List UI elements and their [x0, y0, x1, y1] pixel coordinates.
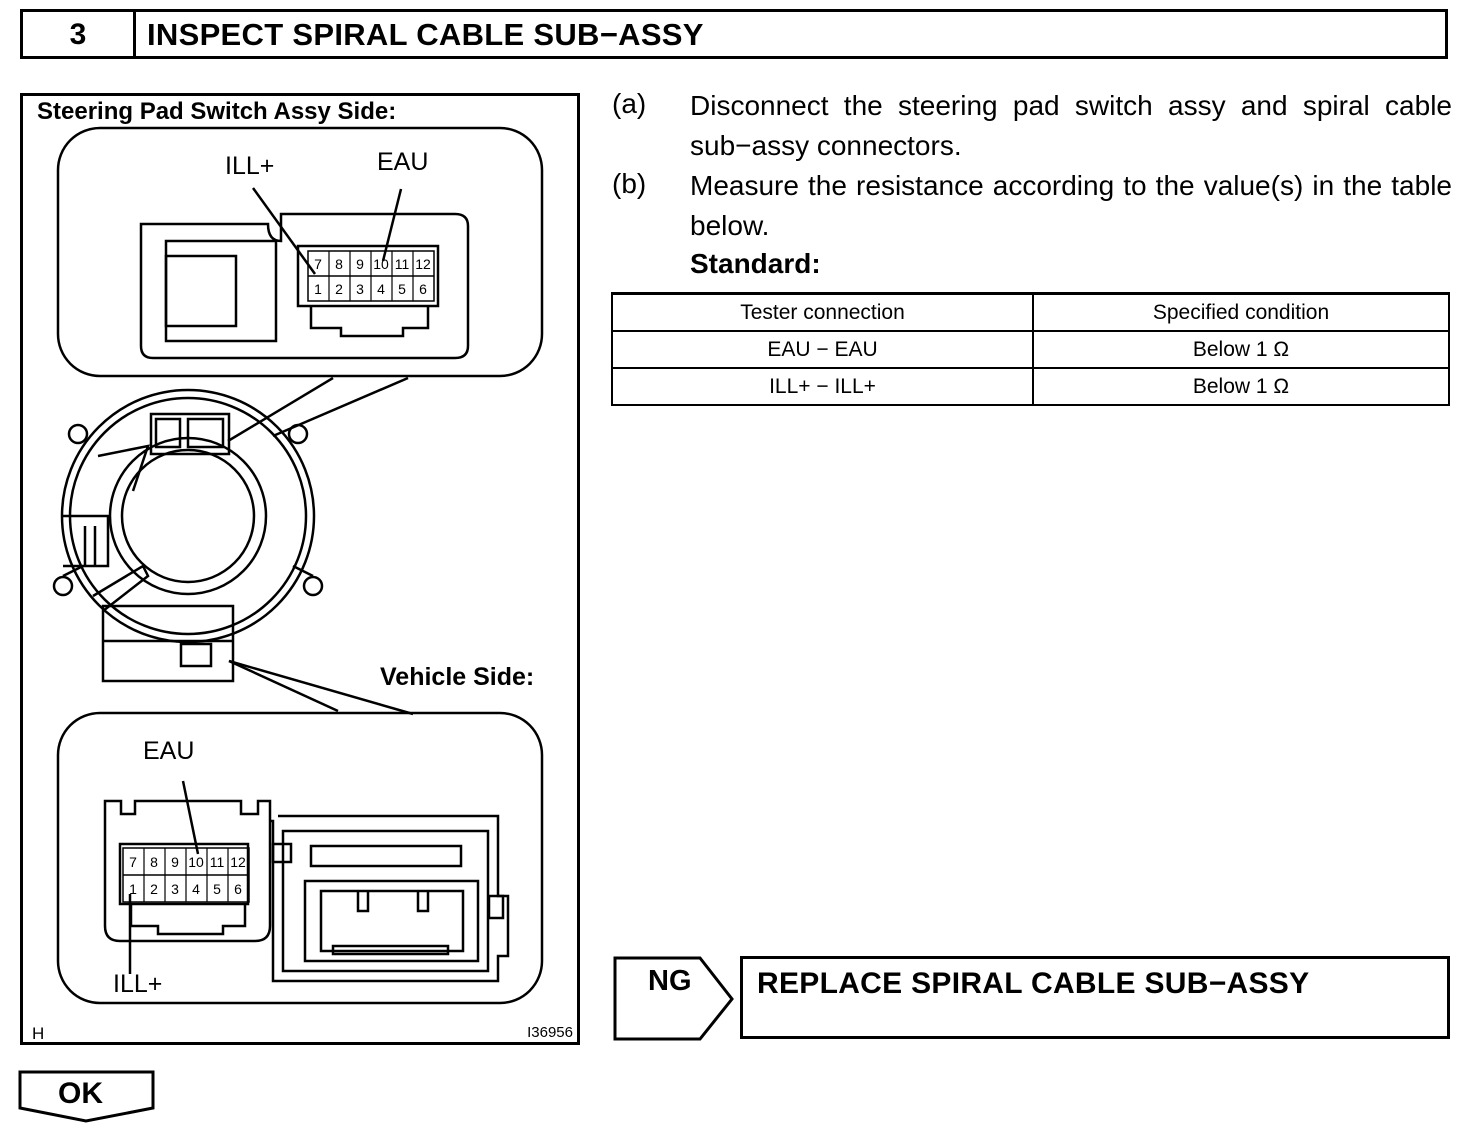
- pin-label: 10: [188, 854, 204, 870]
- step-a-text: Disconnect the steering pad switch assy …: [690, 90, 1452, 161]
- table-row: ILL+ − ILL+ Below 1 Ω: [611, 367, 1450, 406]
- top-side-label: Steering Pad Switch Assy Side:: [37, 98, 396, 125]
- pin-label: 5: [398, 281, 406, 297]
- pin-label: 12: [230, 854, 246, 870]
- ok-label: OK: [58, 1077, 103, 1110]
- connector-figure: 7 8 9 10 11 12 1 2 3 4 5 6: [20, 93, 580, 1045]
- pin-label: 4: [192, 881, 200, 897]
- top-pin-grid: 7 8 9 10 11 12 1 2 3 4 5 6: [307, 250, 435, 302]
- pin-label: 8: [335, 256, 343, 272]
- bottom-ill-label: ILL+: [113, 970, 162, 998]
- table-row: EAU − EAU Below 1 Ω: [611, 330, 1450, 369]
- ng-action-text: REPLACE SPIRAL CABLE SUB−ASSY: [757, 967, 1310, 1000]
- corner-mark: H: [32, 1024, 44, 1042]
- pin-label: 6: [419, 281, 427, 297]
- ok-arrow-icon: [18, 1070, 155, 1123]
- pin-label: 5: [213, 881, 221, 897]
- pin-label: 12: [415, 256, 431, 272]
- step-title: INSPECT SPIRAL CABLE SUB−ASSY: [147, 17, 704, 52]
- top-eau-label: EAU: [377, 148, 428, 176]
- bottom-eau-label: EAU: [143, 737, 194, 765]
- pin-label: 4: [377, 281, 385, 297]
- pin-label: 2: [150, 881, 158, 897]
- table-header: Tester connection: [611, 292, 1034, 332]
- pin-label: 11: [395, 256, 410, 272]
- step-header: 3 INSPECT SPIRAL CABLE SUB−ASSY: [20, 9, 1448, 59]
- table-header: Specified condition: [1032, 292, 1450, 332]
- pin-label: 9: [171, 854, 179, 870]
- pin-label: 2: [335, 281, 343, 297]
- table-cell: Below 1 Ω: [1032, 367, 1450, 406]
- pin-label: 3: [356, 281, 364, 297]
- top-ill-label: ILL+: [225, 152, 274, 180]
- ng-action-box: REPLACE SPIRAL CABLE SUB−ASSY: [740, 956, 1450, 1039]
- standard-label: Standard:: [690, 248, 821, 279]
- spec-table: Tester connection Specified condition EA…: [611, 292, 1450, 406]
- ng-label: NG: [648, 965, 692, 997]
- ng-arrow-icon: [613, 956, 734, 1041]
- figure-id: I36956: [527, 1024, 573, 1041]
- pin-label: 11: [210, 854, 225, 870]
- table-header-row: Tester connection Specified condition: [611, 292, 1450, 332]
- pin-label: 7: [129, 854, 137, 870]
- spiral-cable-diagram: 7 8 9 10 11 12 1 2 3 4 5 6: [32, 98, 573, 1042]
- pin-label: 1: [129, 881, 137, 897]
- pin-label: 7: [314, 256, 322, 272]
- pin-label: 9: [356, 256, 364, 272]
- table-cell: EAU − EAU: [611, 330, 1034, 369]
- pin-label: 8: [150, 854, 158, 870]
- step-number: 3: [23, 12, 136, 56]
- bottom-pin-grid: 7 8 9 10 11 12 1 2 3 4 5 6: [122, 847, 250, 903]
- step-b-text: Measure the resistance according to the …: [690, 170, 1452, 241]
- table-cell: Below 1 Ω: [1032, 330, 1450, 369]
- step-a-letter: (a): [612, 88, 647, 119]
- vehicle-side-label: Vehicle Side:: [380, 663, 534, 691]
- pin-label: 3: [171, 881, 179, 897]
- pin-label: 10: [373, 256, 389, 272]
- pin-label: 6: [234, 881, 242, 897]
- pin-label: 1: [314, 281, 322, 297]
- step-b-letter: (b): [612, 168, 647, 199]
- table-cell: ILL+ − ILL+: [611, 367, 1034, 406]
